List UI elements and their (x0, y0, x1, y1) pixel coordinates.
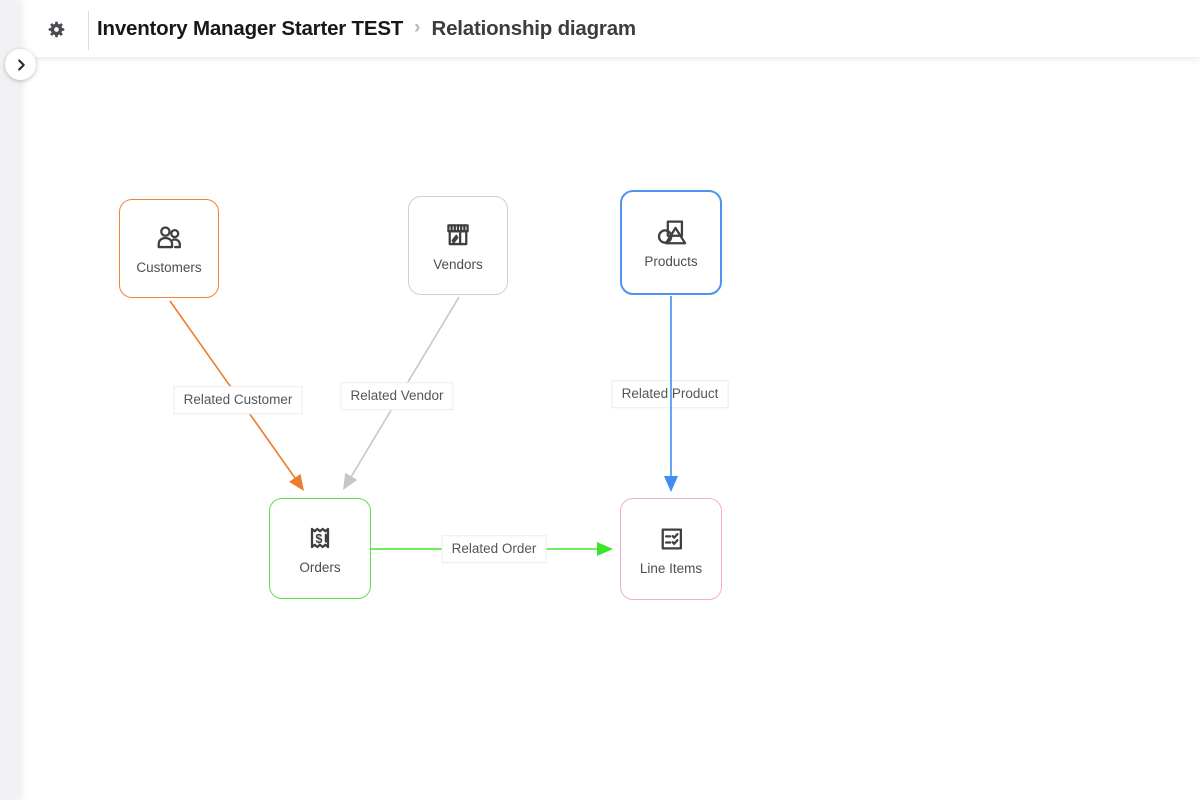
settings-button[interactable] (39, 13, 73, 45)
collapsed-sidebar (0, 0, 19, 800)
node-label-customers: Customers (136, 260, 202, 276)
line-items-icon (661, 528, 683, 550)
gear-icon (48, 21, 64, 37)
svg-text:$: $ (315, 532, 322, 546)
node-customers[interactable]: Customers (119, 199, 219, 298)
node-line-items[interactable]: Line Items (620, 498, 722, 600)
products-icon (657, 220, 687, 245)
orders-icon: $ (310, 528, 330, 549)
node-products[interactable]: Products (620, 190, 722, 295)
breadcrumb: Inventory Manager Starter TEST › Relatio… (97, 0, 636, 57)
edge-products-line-items-arrow (664, 476, 678, 492)
edge-orders-line-items-arrow (597, 542, 613, 556)
chevron-right-icon (17, 58, 25, 71)
vendors-icon (447, 224, 469, 246)
customers-icon (157, 226, 181, 249)
edge-label-related-vendor: Related Vendor (340, 382, 454, 410)
edge-label-related-customer: Related Customer (173, 386, 303, 414)
node-label-orders: Orders (299, 560, 341, 576)
edge-label-related-order: Related Order (441, 535, 547, 563)
node-label-products: Products (644, 254, 698, 270)
edge-customers-orders-arrow (289, 473, 304, 491)
edge-label-related-product: Related Product (611, 380, 729, 408)
edge-vendors-orders-arrow (343, 472, 358, 490)
node-label-line-items: Line Items (639, 560, 703, 576)
breadcrumb-separator-icon: › (414, 16, 421, 38)
breadcrumb-base-title[interactable]: Inventory Manager Starter TEST (97, 16, 404, 40)
page-title: Relationship diagram (431, 16, 636, 40)
node-vendors[interactable]: Vendors (408, 196, 508, 295)
header: Inventory Manager Starter TEST › Relatio… (19, 0, 1200, 57)
node-orders[interactable]: $ Orders (269, 498, 371, 599)
header-divider (88, 11, 89, 50)
sidebar-expand-button[interactable] (5, 49, 36, 80)
node-label-vendors: Vendors (433, 257, 483, 273)
